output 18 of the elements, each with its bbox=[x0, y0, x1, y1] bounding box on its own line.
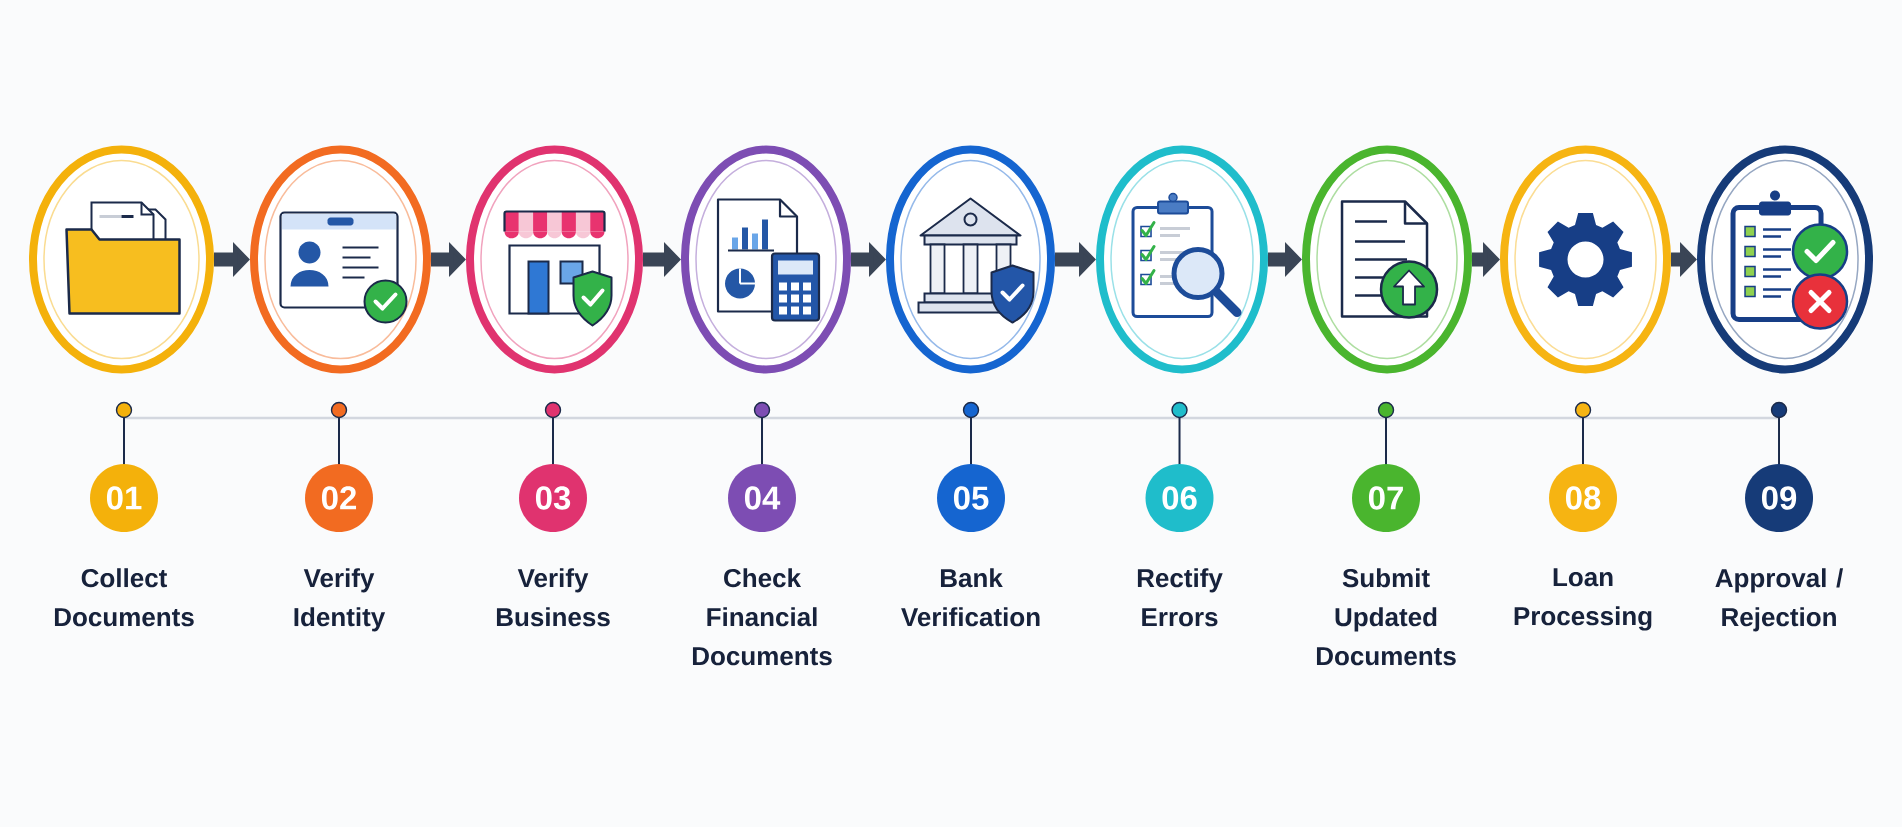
number-badge: 01 bbox=[90, 464, 158, 532]
number-badge: 04 bbox=[728, 464, 796, 532]
step-label: Check Financial Documents bbox=[692, 568, 832, 666]
step-label: Submit Updated Documents bbox=[1316, 568, 1456, 666]
number-badge: 02 bbox=[305, 464, 373, 532]
number-badge: 03 bbox=[519, 464, 587, 532]
step-label: Verify Business bbox=[496, 568, 610, 627]
number-badge: 08 bbox=[1549, 464, 1617, 532]
number-badge: 05 bbox=[937, 464, 1005, 532]
step-label: Rectify Errors bbox=[1137, 568, 1223, 627]
step-label: Verify Identity bbox=[294, 568, 386, 632]
step-label: Loan Processing bbox=[1514, 568, 1652, 631]
step-label: Bank Verification bbox=[901, 568, 1040, 627]
step-label: Approval / Rejection bbox=[1715, 568, 1844, 632]
step-label: Collect Documents bbox=[54, 568, 194, 627]
number-badge: 07 bbox=[1352, 464, 1420, 532]
number-badge: 06 bbox=[1145, 464, 1214, 532]
number-badge: 09 bbox=[1745, 464, 1814, 532]
